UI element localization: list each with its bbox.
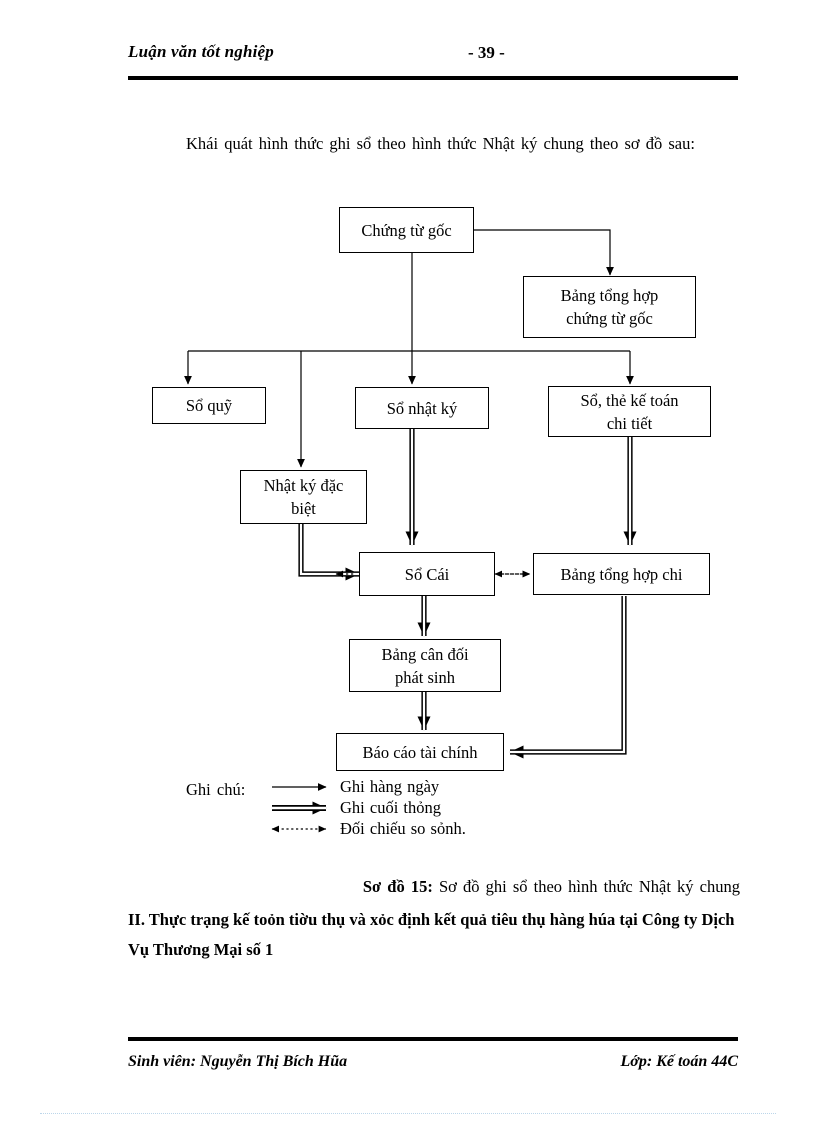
page-header: Luận văn tốt nghiệp - 39 - [128, 42, 738, 72]
legend-item-doi-chieu-so-sanh: Đối chiếu so sỏnh. [340, 819, 466, 838]
header-page-number: - 39 - [468, 43, 505, 62]
figure-caption-label: Sơ đồ 15: [362, 877, 433, 896]
diagram-legend: Ghi chú: Ghi hàng ngày Ghi cuối thỏng Đố… [186, 777, 546, 843]
flow-box-so-nhat-ky[interactable]: Sổ nhật ký [355, 387, 489, 429]
flow-box-so-cai[interactable]: Sổ Cái [359, 552, 495, 596]
header-divider [128, 76, 738, 80]
flow-box-so-quy[interactable]: Sổ quỹ [152, 387, 266, 424]
legend-item-ghi-cuoi-thang: Ghi cuối thỏng [340, 798, 441, 817]
footer-class: Lớp: Kế toán 44C [620, 1053, 738, 1070]
flow-box-bao-cao-tai-chinh[interactable]: Báo cáo tài chính [336, 733, 504, 771]
figure-caption-text: Sơ đồ ghi sổ theo hình thức Nhật ký chun… [438, 877, 740, 896]
flow-box-label-line2: chứng từ gốc [566, 309, 653, 328]
legend-item-ghi-hang-ngay: Ghi hàng ngày [340, 777, 440, 796]
flow-box-label: Bảng tổng hợp chi [560, 564, 683, 584]
flow-box-label-line1: Bảng cân đối [381, 644, 469, 664]
flow-box-label-line1: Sổ, thẻ kế toán [580, 390, 679, 410]
header-title: Luận văn tốt nghiệp [128, 42, 274, 61]
flow-box-label-line2: biệt [291, 499, 316, 518]
section-heading: II. Thực trạng kế toỏn tiờu thụ và xỏc đ… [128, 910, 735, 959]
footer-divider [128, 1037, 738, 1041]
page-bottom-edge [40, 1113, 776, 1114]
flow-box-label-line2: phát sinh [394, 667, 456, 687]
flow-box-label: Sổ quỹ [185, 396, 233, 415]
flow-box-bang-tong-hop-chi[interactable]: Bảng tổng hợp chi [533, 553, 710, 595]
flow-box-label: Báo cáo tài chính [362, 742, 478, 762]
flow-box-bang-can-doi-phat-sinh[interactable]: Bảng cân đối phát sinh [349, 639, 501, 692]
figure-caption: Sơ đồ 15: Sơ đồ ghi sổ theo hình thức Nh… [128, 874, 740, 900]
flow-box-label-line1: Bảng tổng hợp [560, 286, 659, 305]
flow-box-nhat-ky-dac-biet[interactable]: Nhật ký đặc biệt [240, 470, 367, 524]
intro-paragraph: Khái quát hình thức ghi sổ theo hình thứ… [186, 134, 695, 153]
flow-box-label: Sổ Cái [404, 564, 450, 584]
flow-box-label-line1: Nhật ký đặc [263, 476, 344, 495]
footer-student-name: Sinh viên: Nguyễn Thị Bích Hũa [128, 1053, 348, 1070]
flow-box-so-the-ke-toan-chi-tiet[interactable]: Sổ, thẻ kế toán chi tiết [548, 386, 711, 437]
legend-label: Ghi chú: [186, 780, 246, 799]
flow-box-label: Chứng từ gốc [361, 220, 452, 240]
flow-box-label: Sổ nhật ký [386, 398, 458, 418]
flow-box-bang-tong-hop-chung-tu-goc[interactable]: Bảng tổng hợp chứng từ gốc [523, 276, 696, 338]
flow-box-label-line2: chi tiết [606, 413, 653, 433]
flow-box-chung-tu-goc[interactable]: Chứng từ gốc [339, 207, 474, 253]
